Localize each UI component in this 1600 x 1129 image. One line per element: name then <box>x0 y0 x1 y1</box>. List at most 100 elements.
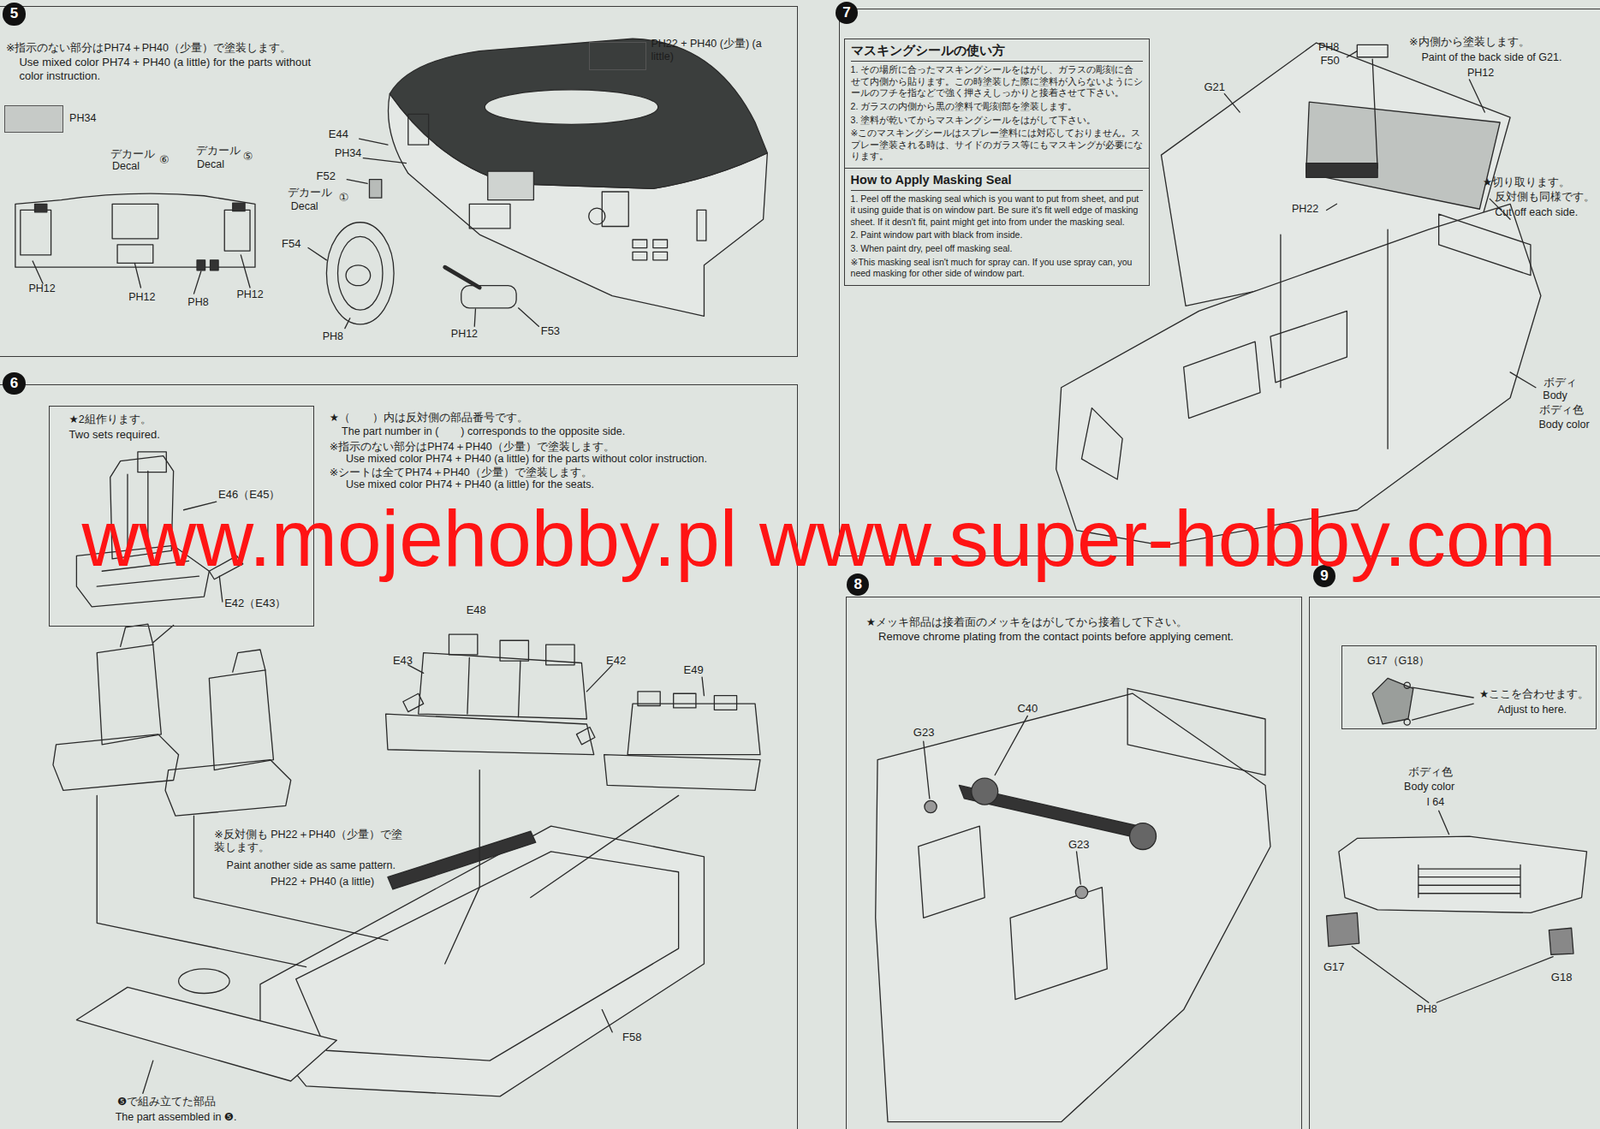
note-text: ★ここを合わせます。 <box>1479 688 1595 702</box>
line-art <box>1351 810 1553 1003</box>
note-text: ※指示のない部分はPH74＋PH40（少量）で塗装します。 <box>5 41 333 55</box>
line-art <box>76 987 337 1082</box>
line-art <box>15 38 1588 1122</box>
body-label: ボディ <box>1543 376 1577 390</box>
line-art <box>418 653 588 720</box>
line-art <box>499 640 529 661</box>
step-panel: 9G17（G18）★ここを合わせます。Adjust to here. <box>1308 596 1600 1129</box>
paint-code: PH22 + PH40 (a little) <box>270 875 375 889</box>
step-panel: 7マスキングシールの使い方1. その場所に合ったマスキングシールをはがし、ガラス… <box>838 8 1600 557</box>
line-art <box>875 693 1271 1122</box>
step-panel: 6★（ ）内は反対側の部品番号です。The part number in ( )… <box>0 384 798 1129</box>
line-art <box>469 203 511 229</box>
line-art <box>32 255 250 294</box>
detail-box: G17（G18）★ここを合わせます。Adjust to here. <box>1341 645 1597 730</box>
note-text: ❺で組み立てた部品 <box>117 1095 216 1109</box>
line-art <box>1183 310 1348 418</box>
line-art <box>208 670 274 771</box>
line-art <box>408 658 705 718</box>
line-art <box>389 38 768 189</box>
body-label: ボディ色 <box>1539 404 1584 417</box>
part-number: G21 <box>1204 80 1226 95</box>
note-text: ★（ ）内は反対側の部品番号です。 <box>329 411 789 425</box>
decal-label: デカール <box>287 186 333 200</box>
line-art <box>713 695 737 711</box>
step-number: 9 <box>1313 565 1336 588</box>
line-art <box>296 851 679 1061</box>
instruction-text: 3. When paint dry, peel off masking seal… <box>850 243 1144 256</box>
line-art <box>1224 51 1485 211</box>
line-art <box>232 649 266 673</box>
step-number: 7 <box>835 1 858 24</box>
line-art <box>110 456 174 560</box>
line-art <box>368 179 381 198</box>
line-art <box>1306 101 1500 209</box>
line-art <box>1403 719 1410 726</box>
line-art <box>112 203 159 239</box>
note-text: 反対側も同様です。 <box>1494 190 1595 204</box>
note-text: Use mixed color PH74 + PH40 (a little) f… <box>345 478 800 492</box>
body-label: Body <box>1542 389 1568 403</box>
paint-code: PH12 <box>1467 66 1494 80</box>
paint-code: PH12 <box>237 288 264 302</box>
paint-code: PH12 <box>128 291 155 304</box>
note-text: ※指示のない部分はPH74＋PH40（少量）で塗装します。 <box>329 440 789 454</box>
line-art <box>208 555 243 579</box>
part-number: G23 <box>1068 838 1090 852</box>
line-art <box>632 251 648 261</box>
line-art <box>1326 912 1360 946</box>
part-number: G17（G18） <box>1367 654 1490 668</box>
part-number: G18 <box>1551 970 1573 985</box>
note-text: ※内側から塗装します。 <box>1409 35 1529 49</box>
line-art <box>1306 163 1378 179</box>
line-art <box>15 193 256 268</box>
line-art <box>924 800 937 813</box>
line-art <box>1403 682 1410 689</box>
decal-label: Decal <box>196 158 225 172</box>
line-art <box>403 693 595 745</box>
line-art <box>76 545 209 607</box>
line-art <box>1280 198 1536 449</box>
note-text: ★切り取ります。 <box>1482 176 1571 190</box>
line-art <box>588 208 606 225</box>
part-number: E42（E43） <box>224 596 286 611</box>
line-art <box>546 644 575 666</box>
color-code: I 64 <box>1426 796 1445 809</box>
decal-label: デカール <box>110 148 155 161</box>
paint-code: PH34 <box>69 112 131 125</box>
part-number: G23 <box>913 725 935 740</box>
line-art <box>918 826 1108 1000</box>
instruction-box: マスキングシールの使い方1. その場所に合ったマスキングシールをはがし、ガラスの… <box>844 38 1151 169</box>
part-number: C40 <box>1017 701 1038 716</box>
line-art <box>210 260 220 271</box>
step-number: 8 <box>846 573 869 596</box>
line-art <box>1130 823 1157 851</box>
line-art <box>1439 214 1531 275</box>
step-number: 6 <box>2 372 25 395</box>
note-text: The part assembled in ❺. <box>115 1111 238 1125</box>
line-art <box>137 452 167 473</box>
part-number: E46（E45） <box>218 487 280 502</box>
line-art <box>96 470 199 587</box>
note-text: Paint of the back side of G21. <box>1421 51 1562 65</box>
part-number: E42 <box>606 654 626 668</box>
instruction-text: ※このマスキングシールはスプレー塗料には対応しておりません。スプレー塗装される時… <box>850 127 1144 163</box>
line-art <box>1127 688 1266 775</box>
instruction-text: 2. Paint window part with black from ins… <box>850 229 1144 242</box>
note-text: Two sets required. <box>69 428 304 442</box>
body-label: ボディ色 <box>1408 766 1453 780</box>
line-art <box>696 209 707 241</box>
decal-number: ⑤ <box>243 149 254 164</box>
body-label: Body color <box>1403 780 1455 794</box>
line-art <box>653 239 668 249</box>
note-text: ※反対側も PH22＋PH40（少量）で塗装します。 <box>214 828 404 855</box>
instruction-text: 3. 塗料が乾いてからマスキングシールをはがして下さい。 <box>850 114 1144 127</box>
line-art <box>484 89 659 125</box>
instruction-text: 2. ガラスの内側から黒の塗料で彫刻部を塗装します。 <box>850 101 1144 114</box>
line-art <box>96 770 679 1095</box>
note-box: ★2組作ります。Two sets required. <box>48 405 315 627</box>
line-art <box>178 969 231 994</box>
paint-code: PH22 <box>1291 202 1319 216</box>
instruction-text: 1. その場所に合ったマスキングシールをはがし、ガラスの彫刻に合せて内側から貼り… <box>850 64 1144 100</box>
